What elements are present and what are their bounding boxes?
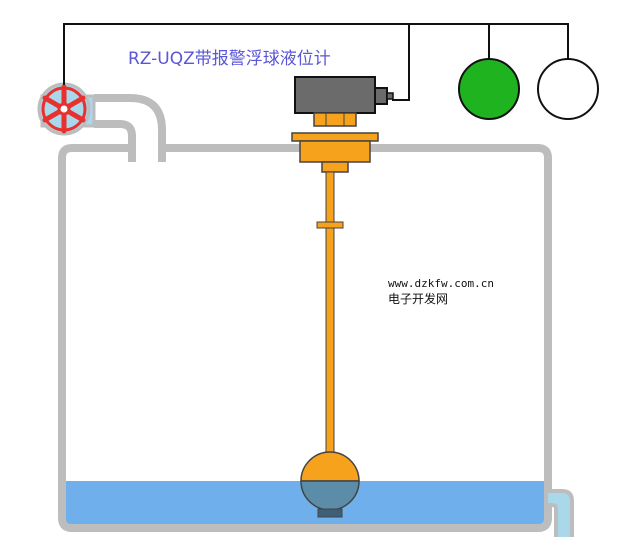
wiring [63, 23, 569, 101]
alarm-lamp-off [537, 58, 599, 120]
inlet-pipe [94, 94, 166, 162]
diagram-title: RZ-UQZ带报警浮球液位计 [128, 49, 331, 69]
float-ball [300, 451, 360, 518]
watermark-url: www.dzkfw.com.cn [388, 277, 494, 290]
switch-box [294, 76, 394, 114]
tank-wall [58, 144, 552, 532]
guide-rod [316, 171, 344, 461]
mounting-flange [291, 112, 379, 173]
solenoid-valve[interactable] [37, 82, 96, 136]
outlet-pipe [548, 489, 574, 537]
watermark-name: 电子开发网 [388, 292, 449, 306]
alarm-lamp-on [458, 58, 520, 120]
